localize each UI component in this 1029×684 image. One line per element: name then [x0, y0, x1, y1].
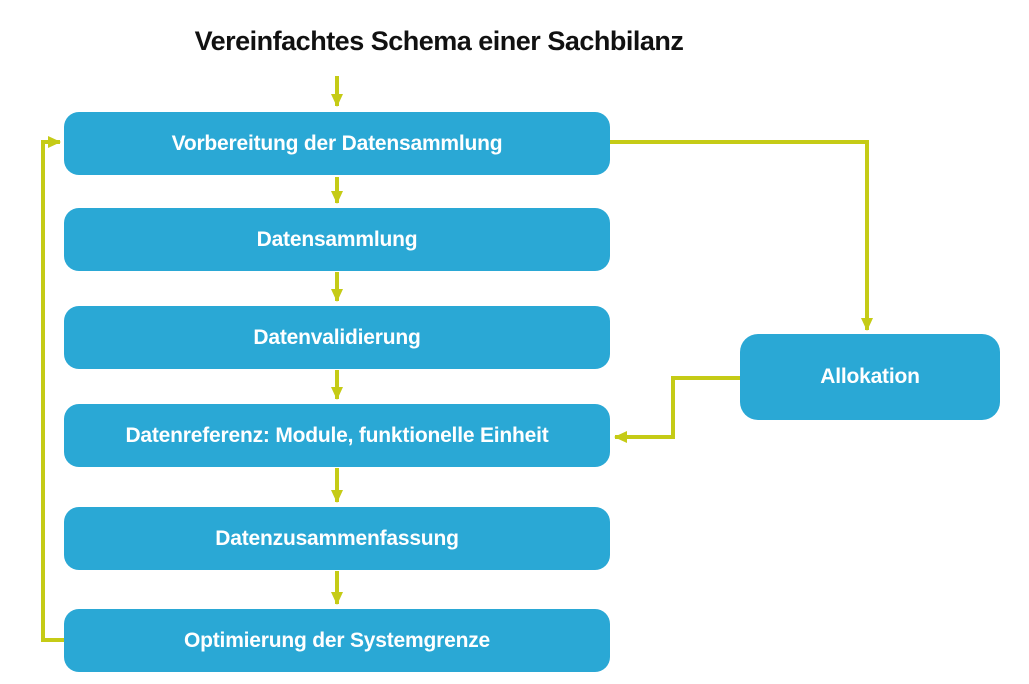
flow-box-vorbereitung: Vorbereitung der Datensammlung — [64, 112, 610, 175]
flow-box-label: Optimierung der Systemgrenze — [184, 628, 490, 652]
flow-box-label: Datenvalidierung — [253, 325, 421, 349]
flow-box-allokation: Allokation — [740, 334, 1000, 420]
flow-box-optimierung: Optimierung der Systemgrenze — [64, 609, 610, 672]
flow-box-label: Vorbereitung der Datensammlung — [171, 131, 503, 155]
flow-box-label: Allokation — [820, 365, 920, 388]
flow-box-datenzusammenfassung: Datenzusammenfassung — [64, 507, 610, 570]
flow-box-datenvalidierung: Datenvalidierung — [64, 306, 610, 369]
flow-box-datensammlung: Datensammlung — [64, 208, 610, 271]
diagram-title: Vereinfachtes Schema einer Sachbilanz — [194, 26, 684, 56]
flow-box-label: Datensammlung — [256, 227, 418, 251]
flow-box-label: Datenzusammenfassung — [215, 526, 459, 550]
arrow-allokation-to-datenreferenz — [614, 376, 740, 443]
arrow-vorbereitung-to-allokation — [610, 140, 873, 331]
flow-box-datenreferenz: Datenreferenz: Module, funktionelle Einh… — [64, 404, 610, 467]
arrow-feedback-optimierung-to-vorbereitung — [41, 136, 64, 642]
flow-box-label: Datenreferenz: Module, funktionelle Einh… — [125, 423, 549, 447]
